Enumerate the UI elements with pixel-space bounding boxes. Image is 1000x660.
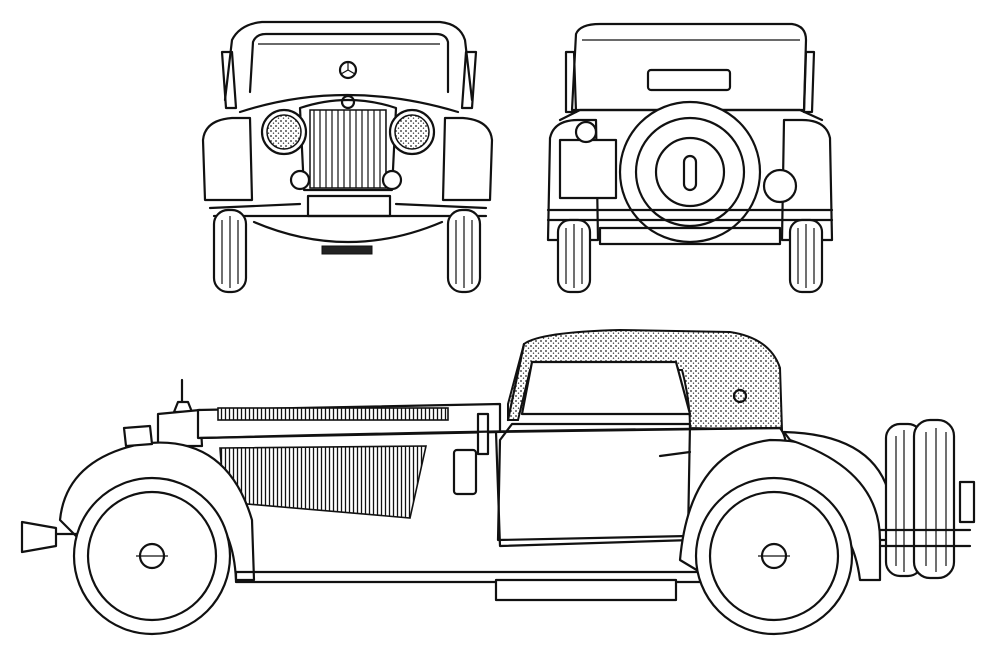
car-rear-view xyxy=(546,22,834,294)
car-side-view xyxy=(20,328,976,636)
car-front-view xyxy=(201,20,494,294)
